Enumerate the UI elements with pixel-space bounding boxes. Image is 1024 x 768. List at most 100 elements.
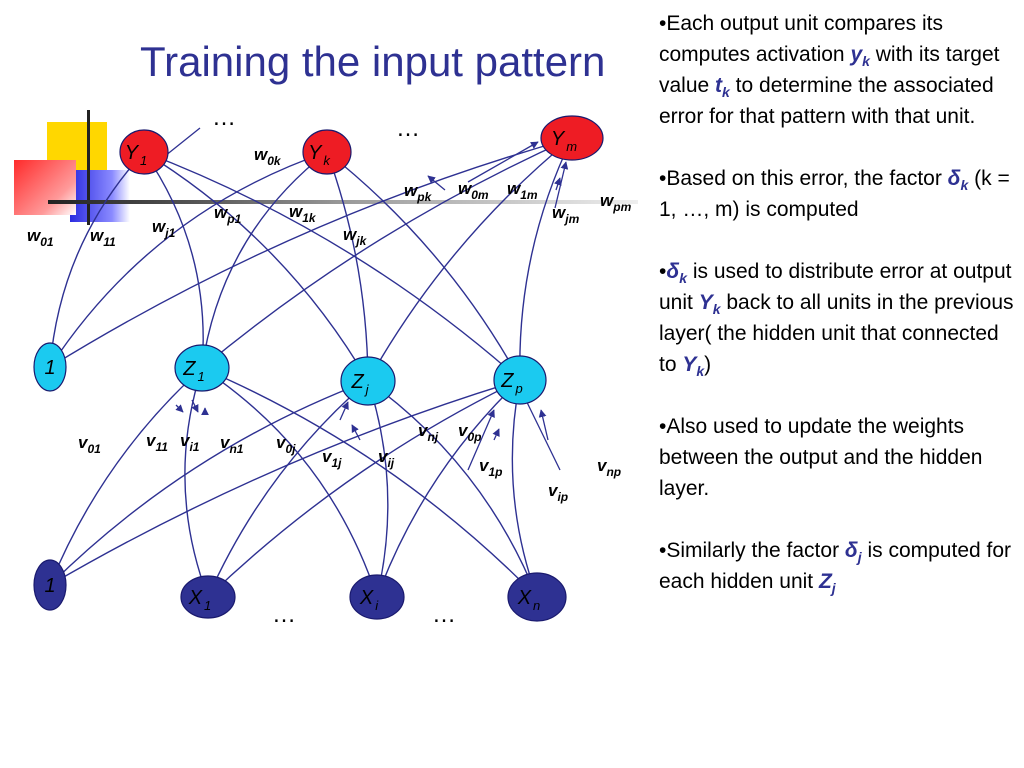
weight-arrow — [554, 177, 562, 191]
math-variable: Zj — [818, 570, 836, 597]
input-weight-label: v01 — [78, 433, 101, 456]
edge-z1-to-yk — [201, 151, 328, 369]
node-shape — [540, 115, 604, 161]
math-variable: tk — [715, 74, 730, 101]
edge-zp-to-yk — [326, 151, 521, 381]
edge-bias-to-zj — [49, 380, 369, 586]
math-variable: yk — [850, 43, 870, 70]
bullet-item: •Similarly the factor δj is computed for… — [659, 539, 1012, 597]
input-weight-label: vnp — [597, 456, 621, 479]
edge-bias-to-zp — [49, 379, 521, 586]
edge-xi-to-z1 — [201, 367, 378, 598]
weight-arrow — [339, 401, 349, 421]
edge-xi-to-zj — [367, 380, 389, 598]
node-bias-input: 1 — [33, 559, 67, 611]
edge-xn-to-zp — [511, 379, 538, 598]
deco-blue-square — [70, 170, 130, 222]
edge-zp-to-y1 — [143, 151, 521, 381]
edge-x1-to-z1 — [184, 367, 209, 598]
node-label: 1 — [44, 357, 55, 379]
input-weight-label: v1p — [479, 456, 502, 479]
edge-zj-to-yk — [326, 151, 369, 382]
edge-bias-to-ym — [49, 137, 573, 368]
input-weight-label: vn1 — [220, 433, 244, 456]
edge-x1-to-zp — [207, 379, 521, 598]
output-weight-label: w11 — [90, 226, 116, 249]
weight-arrow — [467, 141, 539, 183]
bullet-item: •Also used to update the weights between… — [659, 415, 983, 500]
ellipsis-dots: … — [432, 601, 456, 628]
weight-arrow — [492, 428, 500, 441]
edge-xn-to-z1 — [201, 367, 538, 598]
edge-bias-to-yk — [49, 151, 328, 368]
weight-arrow — [351, 424, 361, 441]
weight-arrow — [467, 409, 495, 471]
slide-title: Training the input pattern — [140, 38, 606, 85]
input-weight-label: v0j — [276, 433, 296, 456]
math-variable: δj — [844, 539, 862, 566]
output-weight-label: w01 — [27, 226, 54, 249]
node-shape — [493, 355, 547, 405]
node-label: 1 — [44, 575, 55, 597]
node-shape — [340, 356, 396, 406]
weight-arrow — [427, 175, 446, 191]
edge-x1-to-zj — [207, 380, 369, 598]
output-weight-label: w0m — [458, 179, 489, 202]
deco-vertical-line — [87, 110, 90, 225]
math-variable: δk — [666, 260, 687, 287]
input-weight-label: v11 — [146, 431, 168, 454]
ellipsis-dots: … — [212, 104, 236, 131]
bullet-item: •Each output unit compares its computes … — [659, 12, 1000, 128]
weight-arrow — [554, 161, 569, 209]
bullet-list: •Each output unit compares its computes … — [659, 8, 1019, 628]
ellipsis-dots: … — [272, 601, 296, 628]
node-shape — [507, 572, 567, 622]
math-variable: δk — [947, 167, 969, 194]
node-shape — [33, 342, 67, 392]
edge-bias-to-z1 — [49, 367, 203, 586]
edge-zj-to-y1 — [143, 151, 369, 382]
output-weight-label: wpm — [600, 191, 632, 214]
edge-zp-to-ym — [519, 137, 573, 381]
output-weight-label: wj1 — [152, 217, 176, 240]
ellipsis-dots: … — [396, 115, 420, 142]
edge-zj-to-ym — [367, 137, 573, 382]
input-weight-label: vi1 — [180, 431, 200, 454]
node-shape — [349, 574, 405, 620]
node-shape — [180, 575, 236, 619]
output-weight-label: w1k — [289, 202, 317, 225]
bullet-item: •δk is used to distribute error at outpu… — [659, 260, 1014, 380]
edge-bias-to-y1 — [49, 151, 145, 368]
weight-arrow — [538, 409, 549, 441]
edge-xi-to-zp — [376, 379, 521, 598]
math-variable: Yk — [682, 353, 705, 380]
bullet-item: •Based on this error, the factor δk (k =… — [659, 167, 1010, 221]
weight-arrow — [191, 399, 199, 413]
input-weight-label: v1j — [322, 447, 342, 470]
edge-z1-to-y1 — [143, 151, 204, 369]
node-shape — [119, 129, 169, 175]
edge-xn-to-zj — [367, 380, 538, 598]
input-weight-label: vip — [548, 481, 568, 504]
output-weight-label: w0k — [254, 145, 282, 168]
weight-arrow — [175, 404, 184, 413]
edge-z1-to-ym — [201, 137, 573, 369]
output-weight-label: wjm — [552, 203, 580, 226]
node-shape — [302, 129, 352, 175]
output-weight-label: wp1 — [214, 203, 242, 226]
node-shape — [174, 344, 230, 392]
output-weight-label: wjk — [343, 225, 368, 248]
node-shape — [33, 559, 67, 611]
node-bias-hidden: 1 — [33, 342, 67, 392]
math-variable: Yk — [698, 291, 721, 318]
